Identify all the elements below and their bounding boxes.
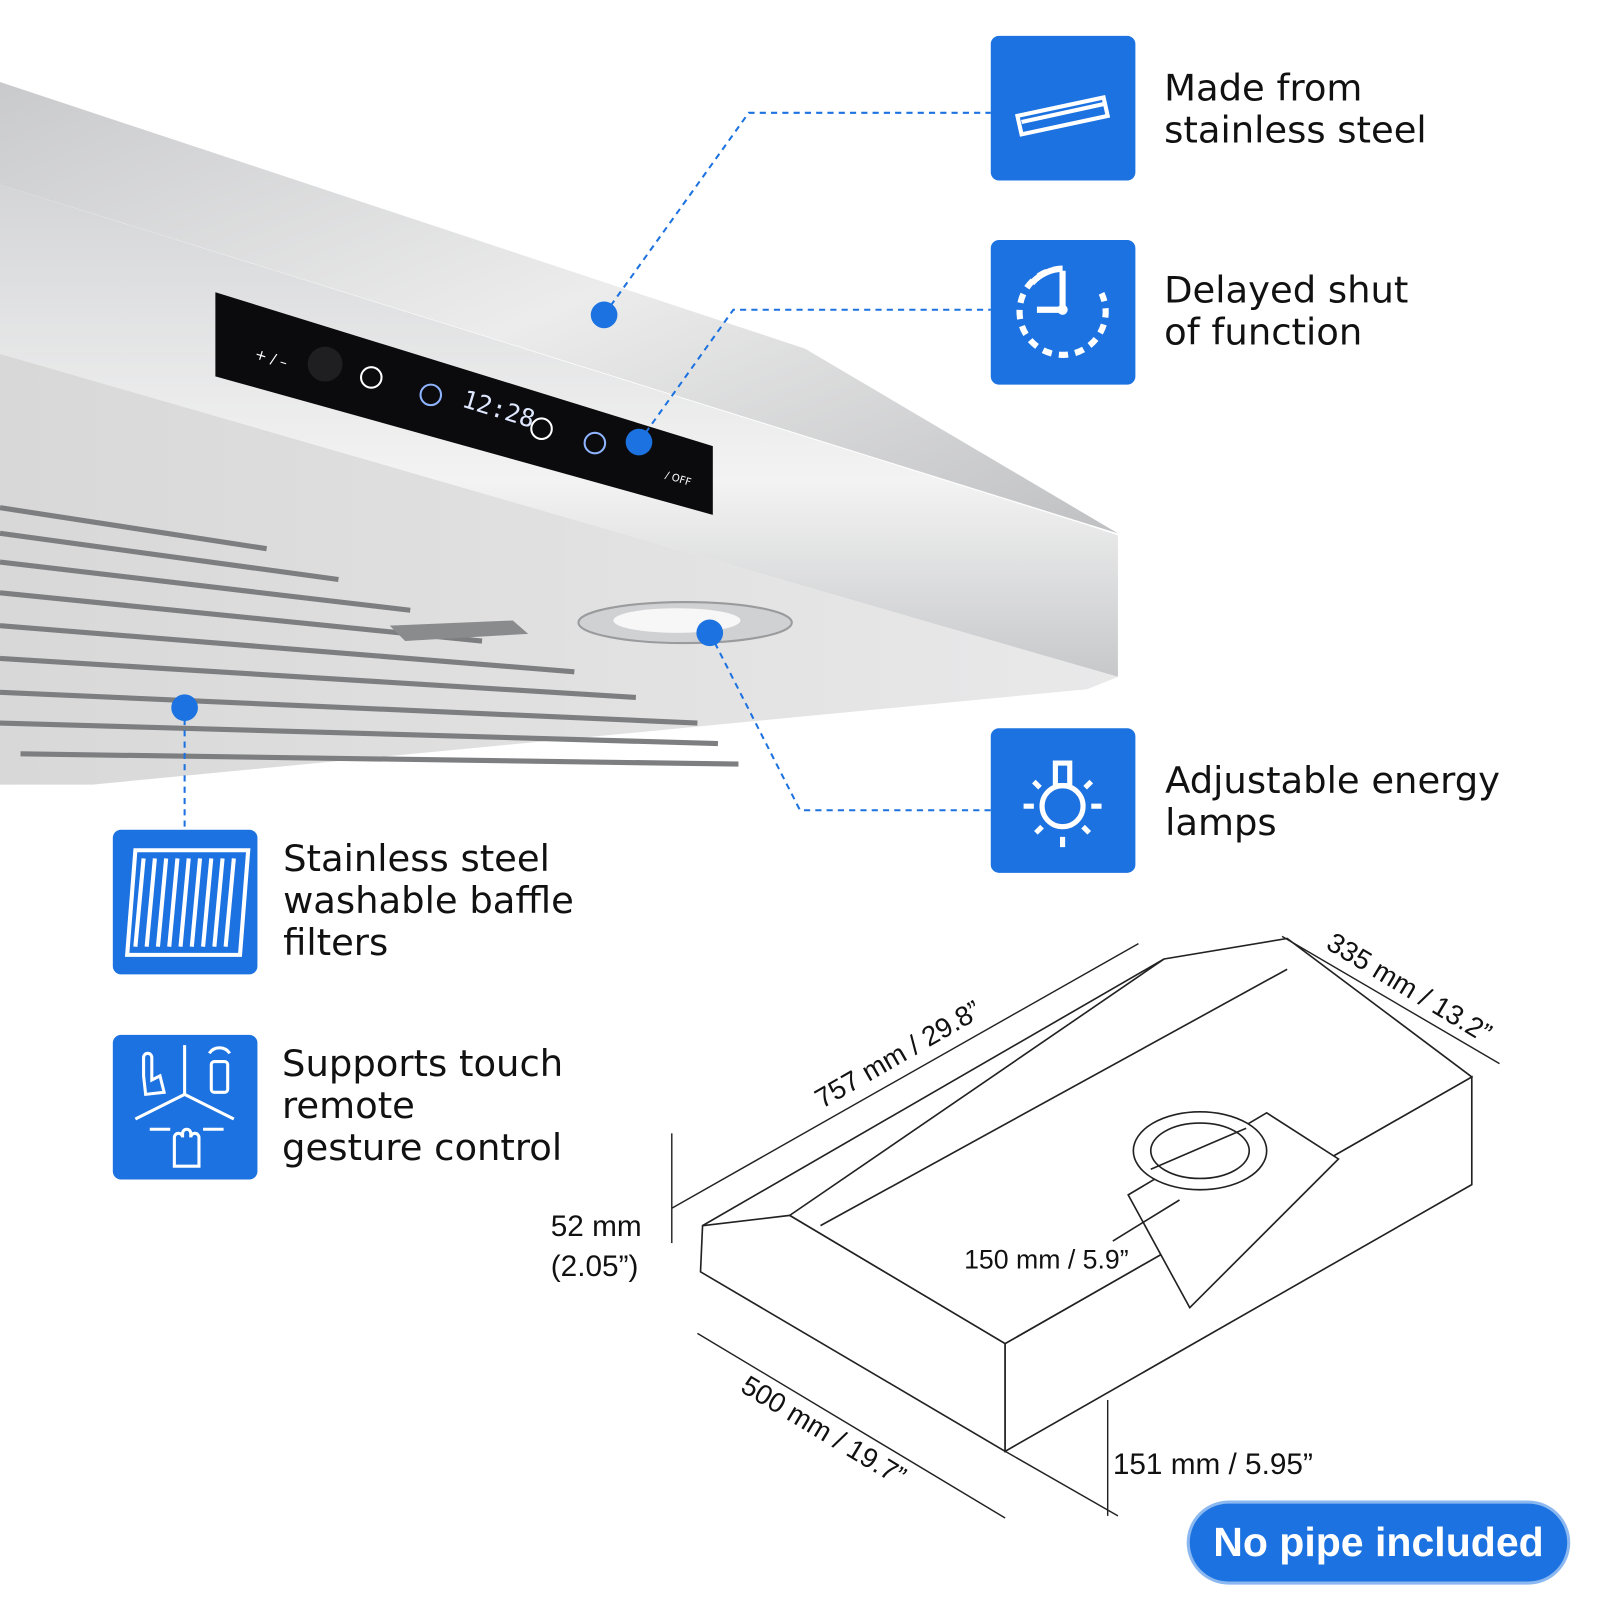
feature-line: gesture control [282, 1127, 563, 1170]
delayed-shutoff-feature-icon [990, 239, 1136, 385]
gesture-control-feature-icon [112, 1034, 258, 1180]
hood-top-face [0, 82, 1118, 534]
callout-dots [171, 301, 724, 722]
baffle-filter-feature-icon [112, 829, 258, 975]
feature-line: of function [1164, 311, 1363, 354]
dimension-diagram [699, 937, 1474, 1453]
feature-stainless: Made from stainless steel [1164, 68, 1427, 152]
feature-line: stainless steel [1164, 109, 1427, 152]
feature-line: Delayed shut [1164, 269, 1409, 312]
feature-lamps: Adjustable energy lamps [1165, 760, 1500, 844]
feature-line: Stainless steel [283, 837, 550, 880]
stainless-steel-feature-icon [990, 35, 1136, 181]
feature-line: filters [283, 922, 389, 965]
lamp-feature-icon [990, 728, 1136, 873]
feature-filters: Stainless steel washable baffle filters [283, 838, 574, 964]
baffle-filter-slats [0, 505, 739, 767]
feature-line: Supports touch [282, 1043, 564, 1086]
gesture-control-icon [134, 1045, 235, 1168]
front-height-inches: (2.05”) [550, 1250, 639, 1284]
feature-line: Made from [1164, 67, 1363, 110]
lamp-icon [1023, 760, 1102, 848]
baffle-filter-icon [124, 848, 251, 957]
timer-icon [1016, 265, 1109, 358]
feature-line: washable baffle [283, 879, 574, 923]
duct-dimension: 150 mm / 5.9” [964, 1244, 1129, 1275]
feature-line: remote [282, 1085, 415, 1128]
control-panel [215, 292, 713, 515]
front-height-dimension: 52 mm [550, 1210, 642, 1244]
height-dimension: 151 mm / 5.95” [1112, 1448, 1313, 1482]
feature-delay: Delayed shut of function [1164, 270, 1408, 354]
no-pipe-badge: No pipe included [1189, 1503, 1568, 1582]
feature-control: Supports touch remote gesture control [282, 1043, 563, 1169]
feature-line: Adjustable energy [1165, 759, 1500, 803]
dimension-lines [671, 935, 1500, 1519]
panel-strip-icon [1014, 95, 1111, 137]
feature-line: lamps [1165, 802, 1277, 845]
